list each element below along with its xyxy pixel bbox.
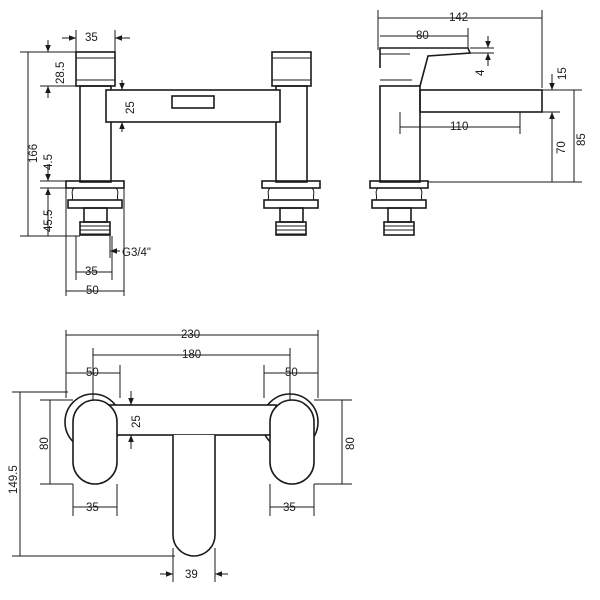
- dim-spout-plan-width: 39: [185, 569, 198, 581]
- dim-overall-width: 230: [181, 329, 200, 341]
- dim-centres: 180: [182, 349, 201, 361]
- left-lever-plan: [72, 399, 118, 485]
- dim-lever-thickness: 4: [475, 69, 487, 76]
- dim-right-lever-length: 80: [345, 437, 357, 450]
- side-spout: [419, 89, 543, 113]
- dim-overall-height: 166: [28, 144, 40, 163]
- dim-spout-height: 25: [125, 101, 137, 114]
- right-fixing-assembly: [261, 180, 321, 236]
- dim-lever-length: 80: [416, 30, 429, 42]
- side-dimensions: 142 80 4 15 70 85 110: [377, 10, 588, 183]
- dim-spout-clearance: 70: [556, 141, 568, 154]
- dim-spout-reach: 110: [450, 121, 468, 133]
- dim-base-width: 50: [86, 285, 99, 297]
- right-handle-block: [271, 51, 312, 87]
- dim-shank-length: 45.5: [43, 210, 55, 232]
- spout-outlet: [171, 95, 215, 109]
- dim-left-lever-width: 35: [86, 502, 99, 514]
- right-pillar-body: [275, 85, 308, 183]
- front-dimensions: 35 28.5 166 4.5 45.5 25 G3/4" 35: [20, 30, 151, 297]
- front-elevation: [65, 51, 321, 236]
- dim-overall-depth: 142: [449, 12, 468, 24]
- right-lever-plan: [269, 399, 315, 485]
- dim-right-lever-width: 35: [283, 502, 296, 514]
- dim-overall-plan-depth: 149.5: [8, 465, 20, 494]
- dim-right-base-dia: 50: [285, 367, 298, 379]
- side-elevation: [369, 47, 543, 236]
- side-lever: [379, 47, 472, 87]
- plan-view: [64, 393, 319, 557]
- dim-plan-spout-width: 25: [131, 415, 143, 428]
- dim-left-base-dia: 50: [86, 367, 99, 379]
- dim-thread-size: G3/4": [122, 247, 151, 259]
- dim-shank-width: 35: [85, 266, 98, 278]
- dim-left-lever-length: 80: [39, 437, 51, 450]
- left-pillar-body: [79, 85, 112, 183]
- left-fixing-assembly: [65, 180, 125, 236]
- dim-spout-thickness: 15: [557, 67, 569, 80]
- side-fixing-assembly: [369, 180, 429, 236]
- dim-spout-height-total: 85: [576, 133, 588, 146]
- dim-handle-height: 28.5: [55, 62, 67, 84]
- dim-base-thickness: 4.5: [43, 154, 55, 170]
- dim-pillar-top-width: 35: [85, 32, 98, 44]
- side-pillar-body: [379, 85, 421, 183]
- plan-dimensions: 230 180 50 50 25 80 80 149.5: [8, 329, 357, 582]
- plan-spout: [172, 435, 216, 557]
- left-handle-block: [75, 51, 116, 87]
